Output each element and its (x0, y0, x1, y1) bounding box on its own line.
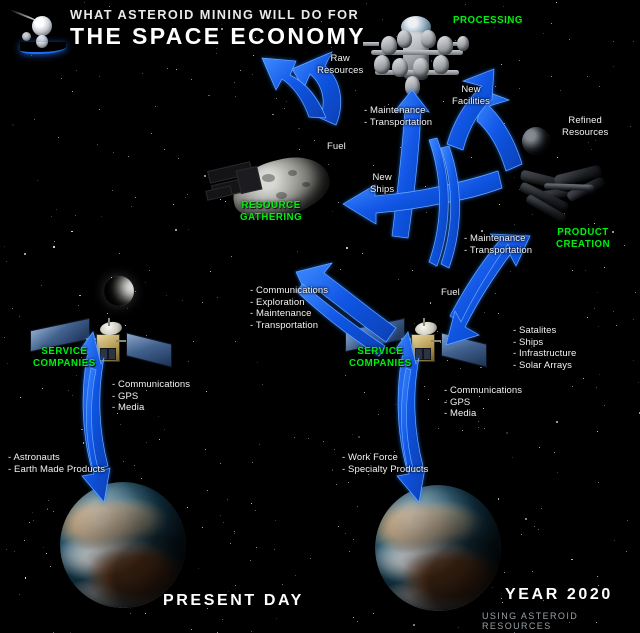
arrow-right-vertical-2 (440, 145, 460, 269)
label-comm-list-left: - Communications - GPS - Media (112, 379, 191, 413)
label-new-facilities: New Facilities (452, 84, 490, 107)
label-services-list-center: - Communications - Exploration - Mainten… (250, 285, 329, 331)
label-refined-resources: Refined Resources (562, 115, 609, 138)
caption-year-2020-subtitle: USING ASTEROID RESOURCES (482, 611, 579, 631)
earth-globe-present (60, 482, 186, 608)
arrow-services-to-earth-left (81, 367, 111, 503)
crescent-moon (104, 276, 134, 306)
label-products-list-right: - Satalites - Ships - Infrastructure - S… (513, 325, 577, 371)
page-title: WHAT ASTEROID MINING WILL DO FOR THE SPA… (70, 8, 366, 50)
caption-present-day: PRESENT DAY (163, 592, 304, 609)
asteroid-globe-logo-icon (8, 8, 68, 54)
arrow-services-to-gathering-tail (295, 283, 386, 357)
node-label-processing: PROCESSING (453, 14, 523, 26)
arrow-refined-resources (476, 90, 523, 172)
label-earth-up-right: - Work Force - Specialty Products (342, 452, 429, 475)
orbital-processing-station (361, 14, 471, 106)
label-fuel-left: Fuel (327, 141, 346, 152)
node-label-service-companies-left: SERVICE COMPANIES (33, 345, 96, 369)
arrow-services-to-earth-right (396, 367, 426, 503)
label-comm-list-right: - Communications - GPS - Media (444, 385, 523, 419)
caption-year-2020: YEAR 2020 (505, 586, 613, 603)
arrow-new-facilities (446, 68, 495, 151)
label-fuel-right: Fuel (441, 287, 460, 298)
label-maintenance-transportation-right: - Maintenance - Transportation (464, 233, 533, 256)
arrow-services-to-gathering (295, 262, 397, 343)
node-label-product-creation: PRODUCT CREATION (556, 226, 611, 250)
label-maintenance-transportation-left: - Maintenance - Transportation (364, 105, 433, 128)
label-raw-resources: Raw Resources (317, 53, 364, 76)
title-line-2: THE SPACE ECONOMY (70, 23, 366, 49)
arrow-fuel-left (261, 57, 327, 119)
title-line-1: WHAT ASTEROID MINING WILL DO FOR (70, 8, 360, 22)
arrow-product-to-services (445, 243, 513, 346)
node-label-resource-gathering: RESOURCE GATHERING (240, 199, 303, 223)
label-new-ships: New Ships (370, 172, 395, 195)
node-label-service-companies-right: SERVICE COMPANIES (349, 345, 412, 369)
earth-globe-2020 (375, 485, 501, 611)
arrow-right-vertical (428, 137, 449, 267)
distant-planet (522, 127, 550, 155)
label-earth-up-left: - Astronauts - Earth Made Products (8, 452, 106, 475)
arrow-raw-resources (291, 51, 342, 126)
asteroid-with-mining-ship (205, 149, 336, 230)
